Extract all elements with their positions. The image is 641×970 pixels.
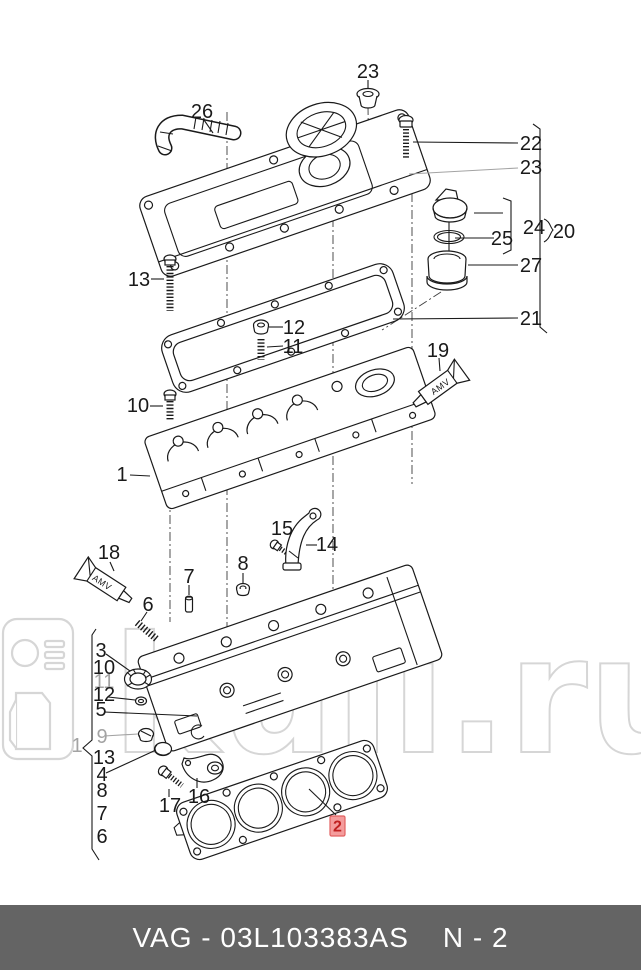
- callout-6-top: 6: [142, 594, 153, 616]
- callout-27: 27: [520, 255, 542, 277]
- cylinder-block: [137, 564, 443, 752]
- callout-4-col: 4: [96, 764, 107, 786]
- cylinder-head: [144, 346, 436, 510]
- camshaft-seal-3: [123, 668, 153, 690]
- footer-page-ref: N - 2: [442, 921, 509, 953]
- support-bracket-16: [181, 753, 224, 783]
- cap-seal-ring: [433, 229, 465, 245]
- watermark-logo: [1, 617, 75, 761]
- callout-2-label: 2: [333, 819, 342, 836]
- filler-funnel: [426, 250, 468, 291]
- head-gasket: [173, 739, 388, 861]
- callout-9-col: 9: [96, 726, 107, 748]
- callout-10-col: 10: [93, 657, 115, 679]
- cover-cap: [356, 87, 380, 109]
- callout-13-top: 13: [128, 269, 150, 291]
- callout-7-col: 7: [96, 803, 107, 825]
- cover-bolt: [398, 114, 414, 158]
- footer-part-code: VAG - 03L103383AS: [132, 921, 409, 953]
- callout-2-highlighted[interactable]: 2: [329, 815, 346, 837]
- callout-23-top: 23: [357, 61, 379, 83]
- callout-8-top: 8: [237, 553, 248, 575]
- callout-16: 16: [188, 786, 210, 808]
- callout-12-mid: 12: [283, 317, 305, 339]
- sealant-tube-19: AMV: [412, 358, 471, 408]
- callout-23-right: 23: [520, 157, 542, 179]
- callout-3-col: 3: [95, 640, 106, 662]
- callout-11-col: 11: [94, 671, 115, 693]
- callout-13-col: 13: [93, 747, 115, 769]
- nut-8: [235, 582, 251, 597]
- screw-plug-9: [137, 727, 155, 743]
- exploded-diagram: kuli.ru: [1, 61, 641, 861]
- nut-12: [252, 319, 270, 335]
- callout-25: 25: [491, 228, 513, 250]
- oil-filler-cap: [432, 188, 468, 223]
- callout-17: 17: [159, 795, 181, 817]
- lifting-bracket-14: [282, 507, 322, 571]
- bolt-10: [163, 389, 177, 420]
- callout-5-col: 5: [95, 699, 106, 721]
- callout-21: 21: [520, 308, 542, 330]
- dowel-7: [184, 595, 194, 613]
- valve-cover: [139, 101, 431, 277]
- callout-20: 20: [553, 221, 575, 243]
- retaining-clip: [190, 724, 205, 740]
- sealant-tube-18: AMV: [73, 555, 133, 604]
- stud-6: [134, 619, 160, 643]
- nut-12-lower: [134, 696, 148, 706]
- callout-19: 19: [427, 340, 449, 362]
- callout-14: 14: [316, 534, 338, 556]
- callout-18: 18: [98, 542, 120, 564]
- callout-22: 22: [520, 133, 542, 155]
- callout-24: 24: [523, 217, 545, 239]
- leader-lines: [82, 80, 554, 861]
- callout-6-col: 6: [96, 826, 107, 848]
- callout-1-col: 1: [71, 735, 82, 757]
- core-plug-4: [153, 741, 173, 757]
- callout-26: 26: [191, 101, 213, 123]
- footer-bar: VAG - 03L103383AS N - 2: [0, 905, 641, 970]
- valve-cover-gasket: [161, 263, 405, 393]
- stud-bolt-13: [163, 254, 177, 311]
- breather-hose: [154, 114, 242, 156]
- callout-10-mid: 10: [127, 395, 149, 417]
- callout-8-col: 8: [96, 780, 107, 802]
- callout-1-mid: 1: [116, 464, 127, 486]
- callout-11-mid: 11: [283, 336, 304, 358]
- bolt-17: [157, 765, 184, 788]
- callout-7-top: 7: [183, 566, 194, 588]
- callout-12-col: 12: [93, 684, 115, 706]
- callout-15: 15: [271, 518, 293, 540]
